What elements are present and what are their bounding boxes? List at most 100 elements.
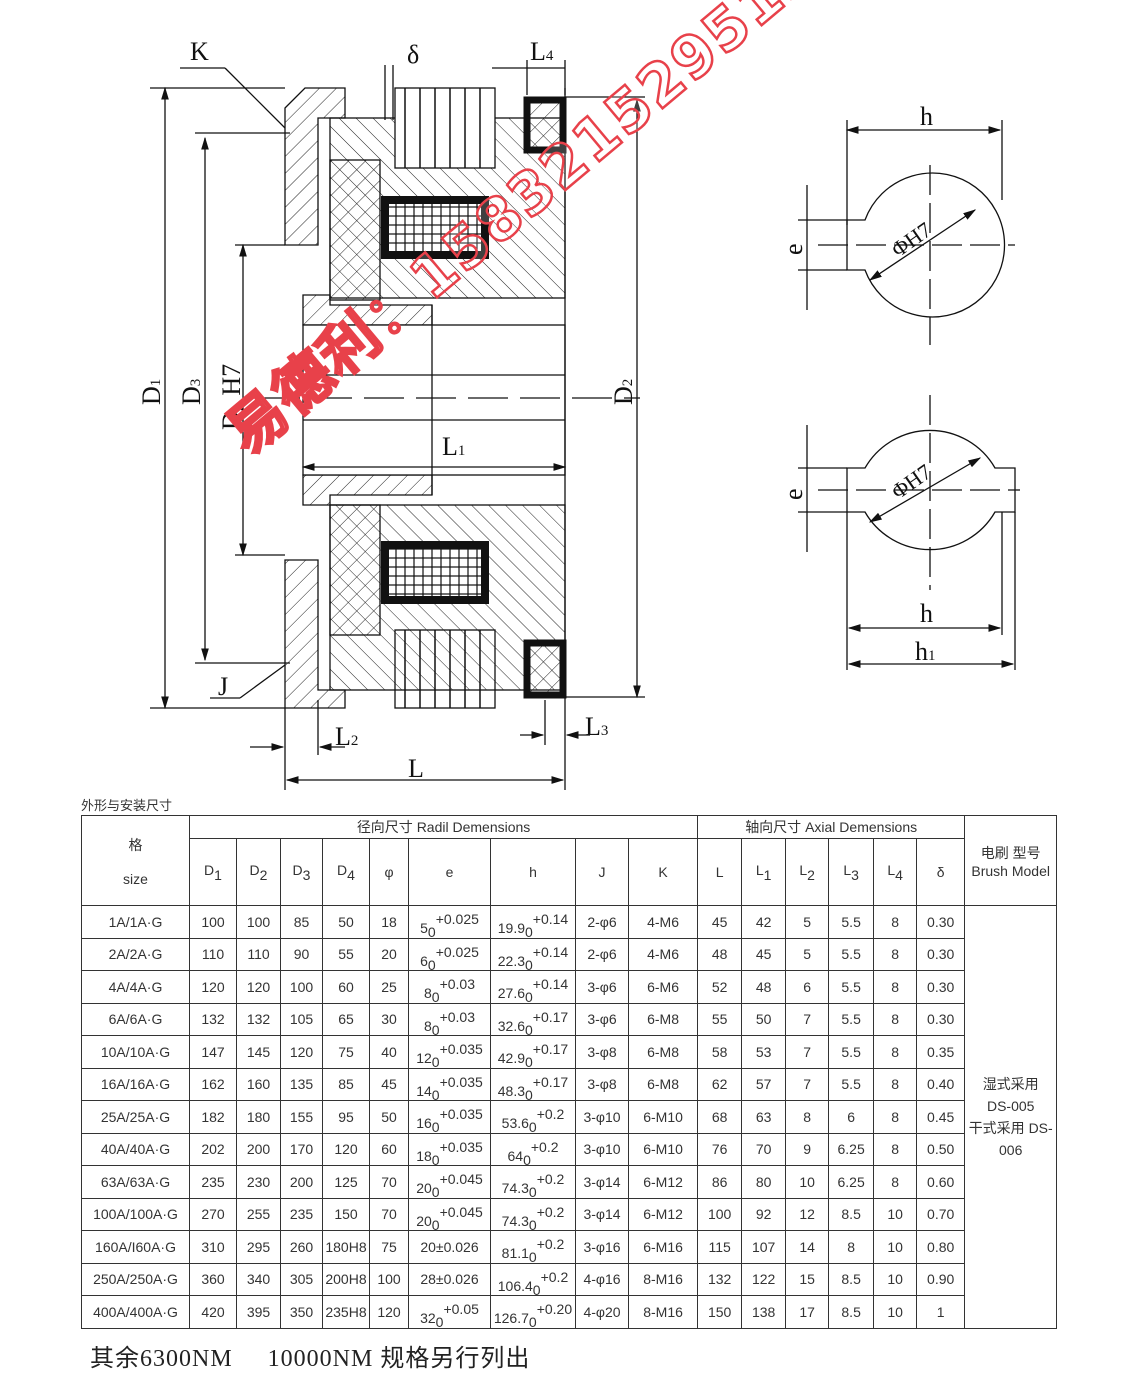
cell-l2: 5 — [785, 937, 830, 971]
cell-l2: 15 — [785, 1262, 830, 1296]
cell-e: 200+0.045 — [408, 1197, 491, 1233]
cell-h: 74.30+0.2 — [490, 1197, 576, 1233]
cell-d4: 180H8 — [322, 1230, 370, 1264]
cell-k: 4-M6 — [627, 905, 699, 939]
cell-j: 3-φ6 — [575, 970, 629, 1004]
cell-d4: 60 — [322, 970, 370, 1004]
cell-h: 22.30+0.14 — [490, 937, 576, 973]
cell-phi: 100 — [369, 1262, 409, 1296]
coil-bottom — [381, 541, 489, 604]
cell-l2: 6 — [785, 970, 830, 1004]
cell-l4: 8 — [873, 970, 918, 1004]
cell-d3: 350 — [280, 1295, 323, 1329]
cell-l4: 8 — [873, 1132, 918, 1166]
cell-phi: 60 — [369, 1132, 409, 1166]
cell-e: 120+0.035 — [408, 1035, 491, 1070]
shaft-bore — [302, 324, 566, 476]
cell-l: 150 — [697, 1295, 743, 1329]
cell-j: 3-φ8 — [575, 1035, 629, 1069]
cell-d3: 155 — [280, 1100, 323, 1134]
cell-size: 6A/6A·G — [81, 1002, 190, 1036]
cell-h: 42.90+0.17 — [490, 1035, 576, 1070]
cell-l3: 5.5 — [828, 970, 875, 1004]
cell-size: 16A/16A·G — [81, 1067, 190, 1101]
label-h1: h1 — [915, 637, 936, 666]
cell-d1: 100 — [189, 905, 237, 939]
cell-h: 27.60+0.14 — [490, 970, 576, 1005]
cell-delta: 0.30 — [916, 1002, 966, 1036]
cell-l3: 5.5 — [828, 905, 875, 939]
cell-l: 86 — [697, 1165, 743, 1199]
cell-delta: 0.40 — [916, 1067, 966, 1101]
cell-j: 3-φ10 — [575, 1132, 629, 1166]
cell-l2: 12 — [785, 1197, 830, 1231]
cell-l4: 8 — [873, 905, 918, 939]
cell-phi: 45 — [369, 1067, 409, 1101]
cell-d2: 160 — [236, 1067, 281, 1101]
cell-k: 6-M12 — [627, 1165, 699, 1199]
cell-k: 6-M8 — [627, 1035, 699, 1069]
cell-l: 100 — [697, 1197, 743, 1231]
cell-l: 45 — [697, 905, 743, 939]
cell-d2: 120 — [236, 970, 281, 1004]
cell-delta: 0.90 — [916, 1262, 966, 1296]
cell-l3: 5.5 — [828, 1035, 875, 1069]
cell-l4: 8 — [873, 1002, 918, 1036]
cell-l2: 9 — [785, 1132, 830, 1166]
cell-d4: 95 — [322, 1100, 370, 1134]
coil-top — [381, 196, 489, 259]
label-L2: L2 — [335, 722, 358, 751]
cell-d2: 100 — [236, 905, 281, 939]
cell-l: 132 — [697, 1262, 743, 1296]
cell-d1: 110 — [189, 937, 237, 971]
cell-e: 200+0.045 — [408, 1165, 491, 1200]
cell-l: 48 — [697, 937, 743, 971]
cell-k: 6-M12 — [627, 1197, 699, 1231]
cell-h: 640+0.2 — [490, 1132, 576, 1168]
cell-d1: 235 — [189, 1165, 237, 1199]
cell-delta: 0.30 — [916, 970, 966, 1004]
label-L4: L4 — [530, 37, 554, 66]
cell-h: 53.60+0.2 — [490, 1100, 576, 1135]
cell-size: 160A/I60A·G — [81, 1230, 190, 1264]
cell-d4: 120 — [322, 1132, 370, 1166]
label-L1: L1 — [442, 432, 465, 461]
cell-l: 62 — [697, 1067, 743, 1101]
column-header: D3 — [280, 838, 323, 906]
cell-d3: 235 — [280, 1197, 323, 1231]
cell-e: 60+0.025 — [408, 937, 491, 973]
cell-l: 58 — [697, 1035, 743, 1069]
cell-e: 140+0.035 — [408, 1067, 491, 1103]
cell-d1: 120 — [189, 970, 237, 1004]
cell-l2: 14 — [785, 1230, 830, 1264]
cell-size: 4A/4A·G — [81, 970, 190, 1004]
cell-d3: 305 — [280, 1262, 323, 1296]
cell-l1: 57 — [741, 1067, 787, 1101]
cell-delta: 0.35 — [916, 1035, 966, 1069]
cell-h: 19.90+0.14 — [490, 905, 576, 940]
cell-d1: 202 — [189, 1132, 237, 1166]
cell-d2: 255 — [236, 1197, 281, 1231]
label-D3: D3 — [177, 379, 206, 405]
cell-k: 8-M16 — [627, 1295, 699, 1329]
cell-d3: 135 — [280, 1067, 323, 1101]
column-header: L2 — [785, 838, 830, 906]
column-header: δ — [916, 838, 966, 906]
cell-d4: 200H8 — [322, 1262, 370, 1296]
cell-j: 4-φ16 — [575, 1262, 629, 1296]
cell-d1: 132 — [189, 1002, 237, 1036]
cell-l3: 8.5 — [828, 1197, 875, 1231]
label-D1: D1 — [137, 379, 166, 405]
cell-d2: 180 — [236, 1100, 281, 1134]
cell-l4: 8 — [873, 1100, 918, 1134]
cell-l2: 17 — [785, 1295, 830, 1329]
label-delta: δ — [407, 40, 419, 69]
label-K: K — [190, 37, 209, 66]
cell-h: 126.70+0.20 — [490, 1295, 576, 1330]
